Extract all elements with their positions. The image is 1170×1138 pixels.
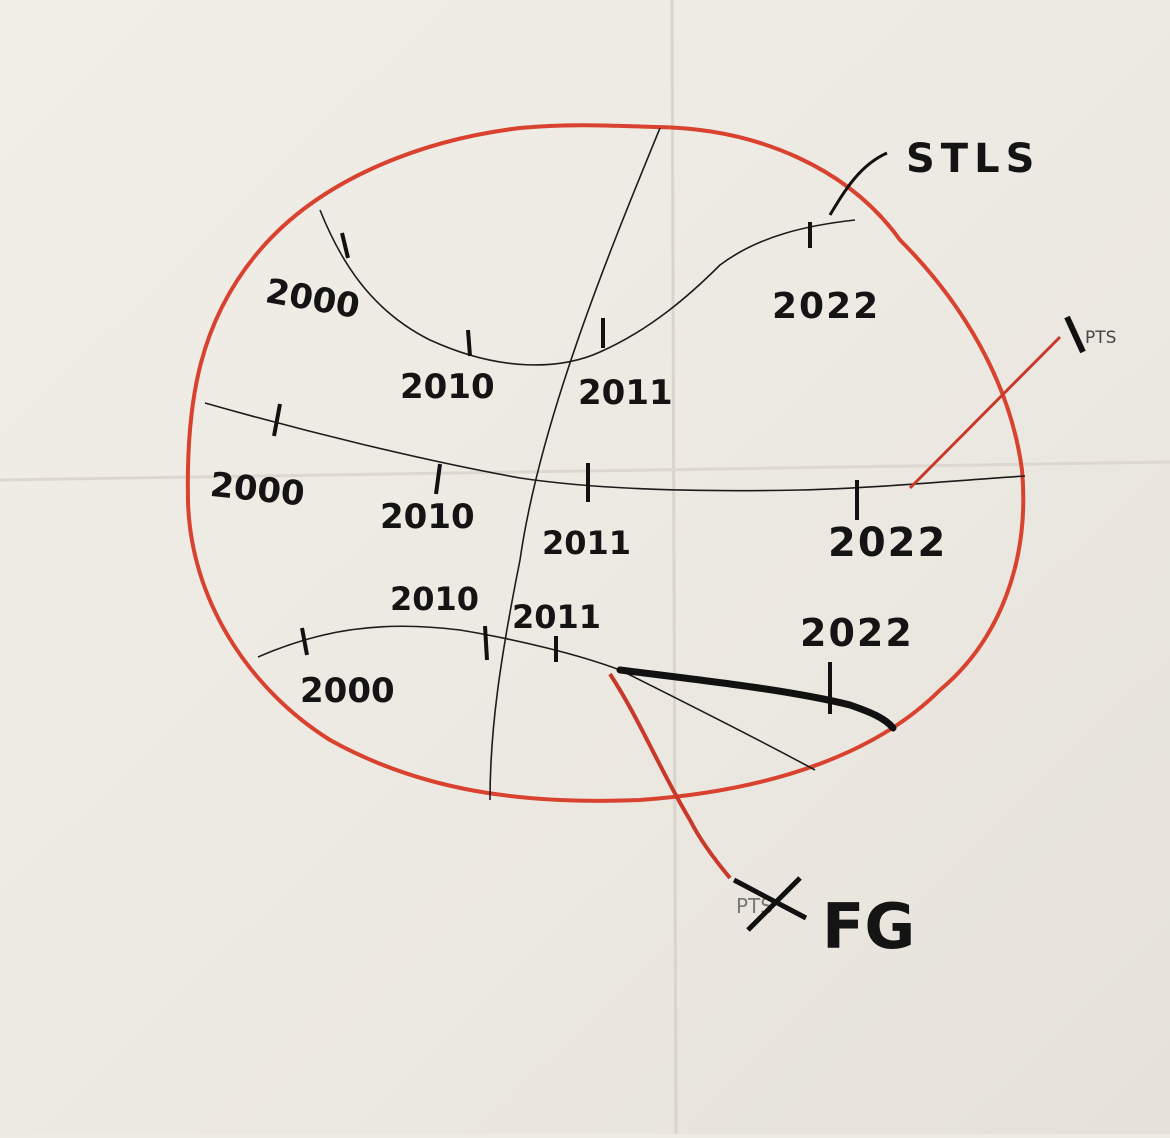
fg-label: FG [822,890,915,963]
fg-thick-line [616,666,897,732]
year-label-fg-2011: 2011 [512,598,601,636]
year-label-pts-2000: 2000 [208,465,306,515]
stls-curve [319,209,856,366]
year-label-fg-2022: 2022 [800,611,914,655]
red-circle-outline [185,123,1026,803]
pts-strike-mark [1064,315,1086,354]
tick-mark [340,232,350,259]
year-label-pts-2022: 2022 [828,520,947,566]
horizontal-fold-crease [0,460,1170,482]
pts-label: PTS [1085,328,1116,348]
tick-mark [272,403,282,437]
tick-mark [434,463,442,495]
tick-mark [300,627,309,656]
year-label-stls-2022: 2022 [772,286,880,327]
year-label-pts-2010: 2010 [380,497,475,537]
year-label-pts-2011: 2011 [542,524,631,562]
pts-line [204,402,1026,492]
fg-leader-line [608,672,732,880]
year-label-fg-2010: 2010 [390,580,479,618]
year-label-fg-2000: 2000 [300,671,395,711]
crossout-stroke [732,877,808,921]
pts-leader-line [908,335,1062,490]
year-label-stls-2011: 2011 [578,373,673,413]
crossout-stroke [746,876,802,932]
fg-thin-line [257,625,816,771]
vertical-fold-crease [670,0,678,1135]
stls-label: STLS [906,136,1040,182]
tick-mark [466,329,472,357]
tick-mark [483,625,489,661]
meridian-line [489,127,661,801]
year-label-stls-2010: 2010 [400,367,495,407]
stls-leader-line [828,151,888,216]
